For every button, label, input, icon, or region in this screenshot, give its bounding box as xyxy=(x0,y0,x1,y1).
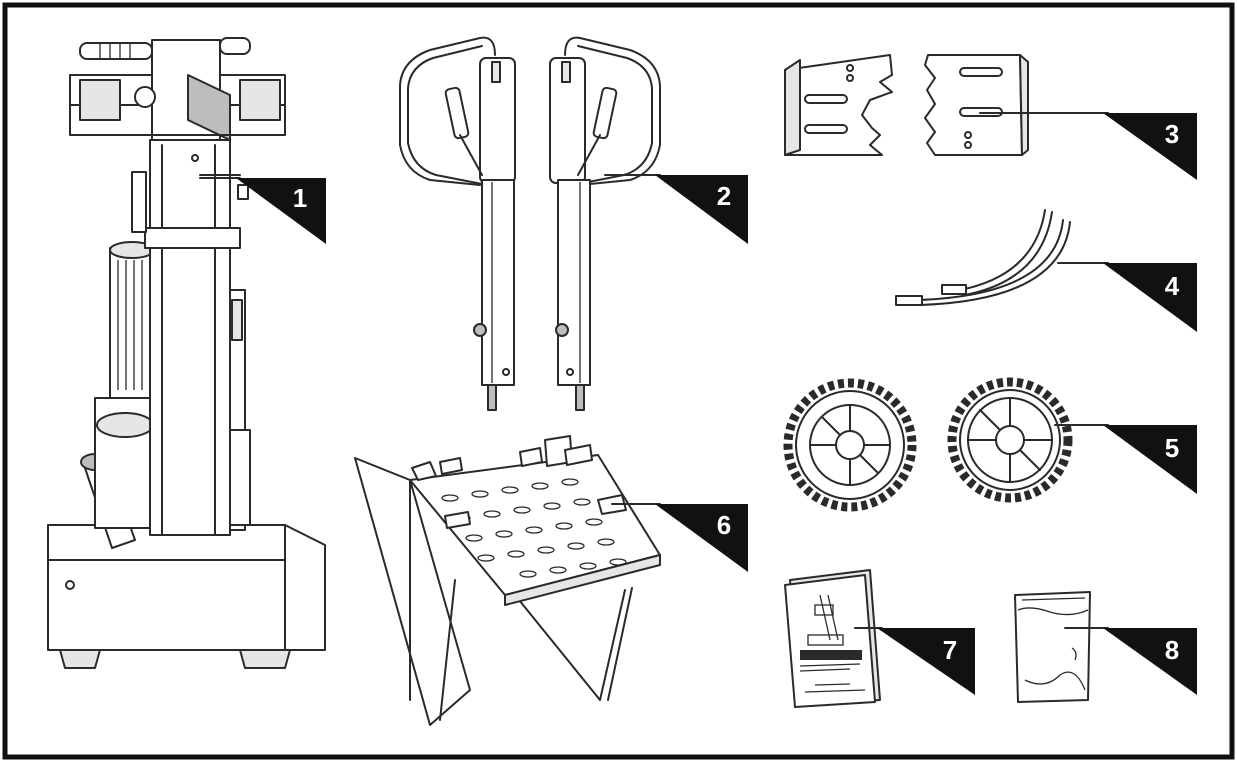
callout-label-1: 1 xyxy=(293,183,307,213)
callout-1: 1 xyxy=(199,177,326,244)
callout-4: 4 xyxy=(1057,262,1197,332)
callout-label-2: 2 xyxy=(717,181,731,211)
callout-2: 2 xyxy=(604,174,748,244)
log-splitter-body-icon xyxy=(47,37,326,669)
callout-label-8: 8 xyxy=(1165,635,1179,665)
instruction-manual-icon xyxy=(784,569,881,708)
mounting-brackets-icon xyxy=(784,54,1029,156)
callout-label-6: 6 xyxy=(717,510,731,540)
callout-5: 5 xyxy=(1054,424,1197,494)
callout-label-7: 7 xyxy=(943,635,957,665)
wheels-icon xyxy=(783,377,1073,512)
control-handles-icon xyxy=(399,36,661,411)
callout-7: 7 xyxy=(854,627,975,695)
callout-3: 3 xyxy=(979,112,1197,180)
callout-6: 6 xyxy=(611,503,748,572)
log-table-icon xyxy=(354,435,661,726)
hardware-bag-icon xyxy=(1014,591,1091,703)
callout-label-3: 3 xyxy=(1165,119,1179,149)
cable-pair-icon xyxy=(895,209,1071,306)
callout-label-4: 4 xyxy=(1165,271,1180,301)
callout-8: 8 xyxy=(1064,627,1197,695)
callout-label-5: 5 xyxy=(1165,433,1179,463)
